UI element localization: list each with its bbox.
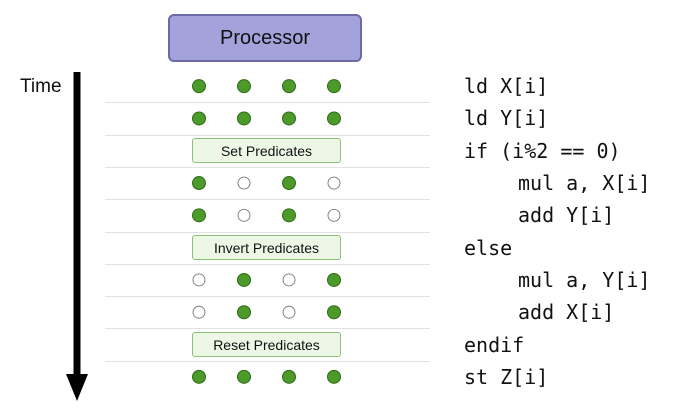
lane-active-dot	[327, 272, 341, 287]
lane-active-dot	[282, 176, 296, 191]
row-divider	[105, 264, 430, 265]
lane-active-dot	[327, 305, 341, 320]
lane-active-dot	[327, 79, 341, 94]
code-line: mul a, X[i]	[518, 171, 651, 195]
row-divider	[105, 232, 430, 233]
lane-active-dot	[327, 369, 341, 384]
lane-active-dot	[282, 369, 296, 384]
code-line: endif	[464, 333, 525, 357]
code-line: add X[i]	[518, 300, 615, 324]
lane-active-dot	[192, 369, 206, 384]
code-line: if (i%2 == 0)	[464, 139, 621, 163]
predicate-label: Reset Predicates	[213, 336, 320, 353]
predicate-label: Set Predicates	[220, 142, 313, 159]
lane-active-dot	[327, 111, 341, 126]
lane-inactive-dot	[282, 273, 296, 287]
lane-active-dot	[192, 176, 206, 191]
processor-label: Processor	[219, 26, 311, 49]
code-line: mul a, Y[i]	[518, 268, 651, 292]
lane-active-dot	[282, 208, 296, 223]
code-line: st Z[i]	[464, 365, 549, 389]
lane-active-dot	[237, 305, 251, 320]
lane-inactive-dot	[237, 176, 251, 190]
lane-active-dot	[237, 79, 251, 94]
lane-active-dot	[237, 111, 251, 126]
row-divider	[105, 361, 430, 362]
lane-inactive-dot	[327, 176, 341, 190]
time-label: Time	[20, 76, 62, 97]
lane-active-dot	[192, 111, 206, 126]
lane-active-dot	[192, 208, 206, 223]
lane-inactive-dot	[192, 305, 206, 319]
lane-active-dot	[237, 272, 251, 287]
lane-inactive-dot	[192, 273, 206, 287]
lane-inactive-dot	[237, 208, 251, 222]
lane-active-dot	[237, 369, 251, 384]
code-line: add Y[i]	[518, 203, 615, 227]
row-divider	[105, 328, 430, 329]
lane-inactive-dot	[327, 208, 341, 222]
lane-inactive-dot	[282, 305, 296, 319]
predicate-box: Reset Predicates	[192, 332, 341, 357]
predicate-box: Invert Predicates	[192, 235, 341, 260]
processor-box: Processor	[168, 14, 362, 62]
lane-active-dot	[282, 79, 296, 94]
row-divider	[105, 167, 430, 168]
code-line: else	[464, 236, 513, 260]
lane-active-dot	[192, 79, 206, 94]
row-divider	[105, 102, 430, 103]
row-divider	[105, 296, 430, 297]
lane-active-dot	[282, 111, 296, 126]
code-line: ld X[i]	[464, 74, 549, 98]
predicate-label: Invert Predicates	[213, 239, 320, 256]
code-line: ld Y[i]	[464, 106, 549, 130]
row-divider	[105, 199, 430, 200]
predicate-box: Set Predicates	[192, 138, 341, 163]
row-divider	[105, 135, 430, 136]
